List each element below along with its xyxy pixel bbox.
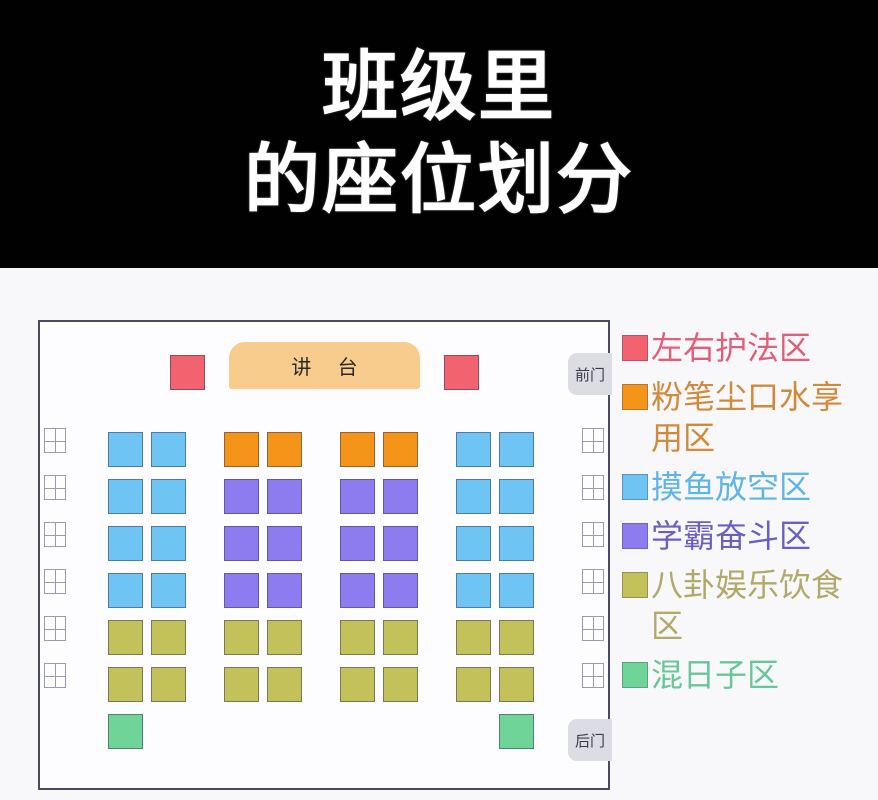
seat[interactable] [456, 667, 491, 702]
window-icon [582, 522, 604, 547]
legend-label: 学霸奋斗区 [651, 516, 812, 555]
classroom-frame: 讲 台 前门 后门 [38, 320, 612, 790]
seat[interactable] [108, 620, 143, 655]
legend-label: 混日子区 [651, 655, 780, 694]
seat[interactable] [499, 573, 534, 608]
seat[interactable] [383, 526, 418, 561]
page-title-line-2: 的座位划分 [244, 135, 634, 224]
seat[interactable] [151, 620, 186, 655]
seat-guard[interactable] [170, 355, 205, 390]
podium-label: 讲 台 [291, 355, 368, 379]
seat[interactable] [340, 573, 375, 608]
seat[interactable] [499, 667, 534, 702]
legend-label: 八卦娱乐饮食区 [651, 565, 844, 645]
seat[interactable] [267, 526, 302, 561]
seat[interactable] [224, 620, 259, 655]
seat[interactable] [383, 573, 418, 608]
legend: 左右护法区粉笔尘口水享用区摸鱼放空区学霸奋斗区八卦娱乐饮食区混日子区 [622, 328, 872, 704]
diagram-panel: 讲 台 前门 后门 左右护法区粉笔尘口水享用区摸鱼放空区学霸奋斗区八卦娱乐饮食区… [0, 268, 878, 800]
seat[interactable] [499, 479, 534, 514]
seat[interactable] [456, 573, 491, 608]
seat[interactable] [108, 714, 143, 749]
seat[interactable] [340, 620, 375, 655]
back-door-label: 后门 [574, 731, 605, 750]
legend-item: 混日子区 [622, 655, 872, 696]
seat[interactable] [224, 432, 259, 467]
seat[interactable] [383, 432, 418, 467]
legend-item: 摸鱼放空区 [622, 467, 872, 508]
seat[interactable] [383, 667, 418, 702]
legend-swatch [622, 522, 648, 549]
window-icon [582, 663, 604, 688]
seat[interactable] [108, 432, 143, 467]
seat[interactable] [456, 526, 491, 561]
seat[interactable] [340, 526, 375, 561]
front-door-label: 前门 [574, 365, 605, 384]
seat[interactable] [151, 573, 186, 608]
seat[interactable] [108, 573, 143, 608]
legend-swatch [622, 661, 648, 688]
seat[interactable] [151, 667, 186, 702]
seat[interactable] [499, 526, 534, 561]
legend-label: 左右护法区 [651, 329, 812, 367]
window-icon [582, 569, 604, 594]
seat[interactable] [108, 667, 143, 702]
legend-item: 八卦娱乐饮食区 [622, 565, 872, 647]
legend-label: 粉笔尘口水享用区 [651, 377, 844, 457]
window-icon [582, 475, 604, 500]
seat[interactable] [340, 667, 375, 702]
legend-swatch [622, 383, 648, 410]
legend-swatch [622, 335, 648, 361]
seat[interactable] [151, 432, 186, 467]
seat[interactable] [151, 526, 186, 561]
seat[interactable] [224, 479, 259, 514]
window-icon [44, 428, 66, 453]
seat[interactable] [456, 432, 491, 467]
seat[interactable] [267, 620, 302, 655]
seat[interactable] [499, 620, 534, 655]
seat[interactable] [224, 573, 259, 608]
seat[interactable] [224, 526, 259, 561]
legend-swatch [622, 571, 648, 598]
window-icon [44, 663, 66, 688]
legend-item: 粉笔尘口水享用区 [622, 377, 872, 459]
page-title-line-1: 班级里 [322, 42, 556, 132]
seat[interactable] [456, 620, 491, 655]
back-door[interactable]: 后门 [568, 719, 612, 761]
front-door[interactable]: 前门 [568, 353, 612, 395]
seat[interactable] [340, 479, 375, 514]
seat[interactable] [224, 667, 259, 702]
seat-guard[interactable] [444, 355, 479, 390]
seat[interactable] [499, 432, 534, 467]
seat[interactable] [383, 620, 418, 655]
legend-swatch [622, 473, 648, 500]
seat[interactable] [267, 432, 302, 467]
seat[interactable] [151, 479, 186, 514]
podium: 讲 台 [229, 342, 420, 389]
window-icon [44, 569, 66, 594]
legend-item: 左右护法区 [622, 328, 872, 369]
seat[interactable] [108, 479, 143, 514]
seat[interactable] [340, 432, 375, 467]
window-icon [582, 616, 604, 641]
seat[interactable] [267, 479, 302, 514]
seat[interactable] [267, 667, 302, 702]
legend-item: 学霸奋斗区 [622, 516, 872, 557]
legend-label: 摸鱼放空区 [651, 467, 812, 506]
window-icon [44, 475, 66, 500]
window-icon [582, 428, 604, 453]
seat[interactable] [456, 479, 491, 514]
seat[interactable] [108, 526, 143, 561]
seat[interactable] [383, 479, 418, 514]
window-icon [44, 522, 66, 547]
seat[interactable] [267, 573, 302, 608]
title-band: 班级里 的座位划分 [0, 0, 878, 268]
window-icon [44, 616, 66, 641]
seat[interactable] [499, 714, 534, 749]
